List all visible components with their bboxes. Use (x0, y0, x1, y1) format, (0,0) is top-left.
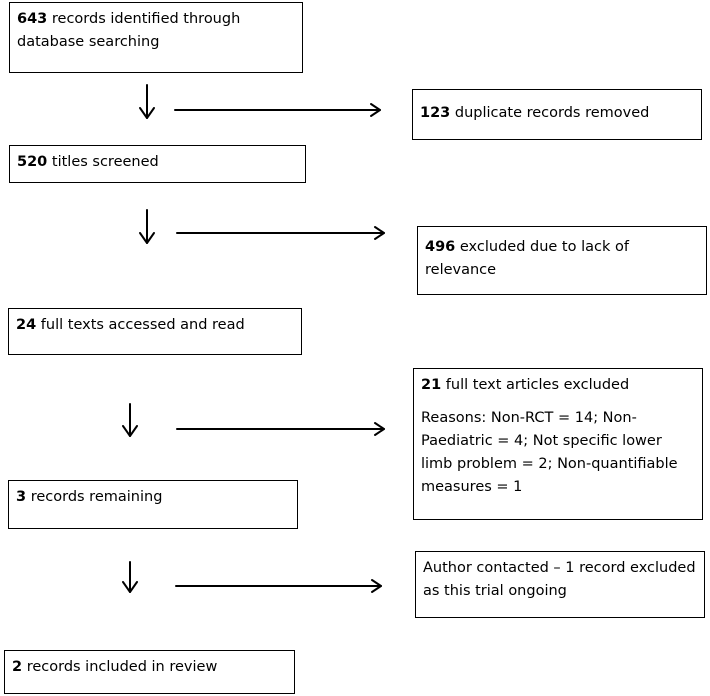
included-count: 2 (12, 659, 23, 675)
right-arrow-2-icon (176, 226, 385, 240)
down-arrow-4-icon (122, 561, 138, 593)
remaining-label: records remaining (30, 489, 163, 505)
excluded-articles-box: 21 full text articles excluded Reasons: … (413, 368, 703, 520)
identified-count: 643 (17, 11, 48, 27)
screened-box: 520 titles screened (9, 145, 306, 183)
down-arrow-2-icon (139, 209, 155, 244)
included-label: records included in review (26, 659, 218, 675)
down-arrow-1-icon (139, 84, 155, 119)
remaining-box: 3 records remaining (8, 480, 298, 529)
excluded-relevance-box: 496 excluded due to lack of relevance (417, 226, 707, 295)
excluded-articles-heading: 21 full text articles excluded (421, 374, 695, 397)
full-texts-box: 24 full texts accessed and read (8, 308, 302, 355)
included-box: 2 records included in review (4, 650, 295, 694)
author-contacted-box: Author contacted – 1 record excluded as … (415, 551, 705, 618)
identified-box: 643 records identified through database … (9, 2, 303, 73)
excluded-articles-label: full text articles excluded (445, 377, 630, 393)
identified-label: records identified through database sear… (17, 11, 241, 50)
excluded-relevance-label: excluded due to lack of relevance (425, 239, 629, 278)
duplicates-label: duplicate records removed (454, 105, 650, 121)
screened-label: titles screened (51, 154, 159, 170)
screened-count: 520 (17, 154, 48, 170)
right-arrow-3-icon (176, 422, 385, 436)
excluded-relevance-count: 496 (425, 239, 456, 255)
duplicates-box: 123 duplicate records removed (412, 89, 702, 140)
author-contacted-label: Author contacted – 1 record excluded as … (423, 560, 696, 599)
full-texts-label: full texts accessed and read (40, 317, 245, 333)
full-texts-count: 24 (16, 317, 37, 333)
excluded-articles-reasons: Reasons: Non-RCT = 14; Non-Paediatric = … (421, 410, 678, 495)
right-arrow-1-icon (174, 103, 381, 117)
excluded-articles-count: 21 (421, 377, 442, 393)
down-arrow-3-icon (122, 403, 138, 437)
remaining-count: 3 (16, 489, 27, 505)
right-arrow-4-icon (175, 579, 382, 593)
duplicates-count: 123 (420, 105, 451, 121)
